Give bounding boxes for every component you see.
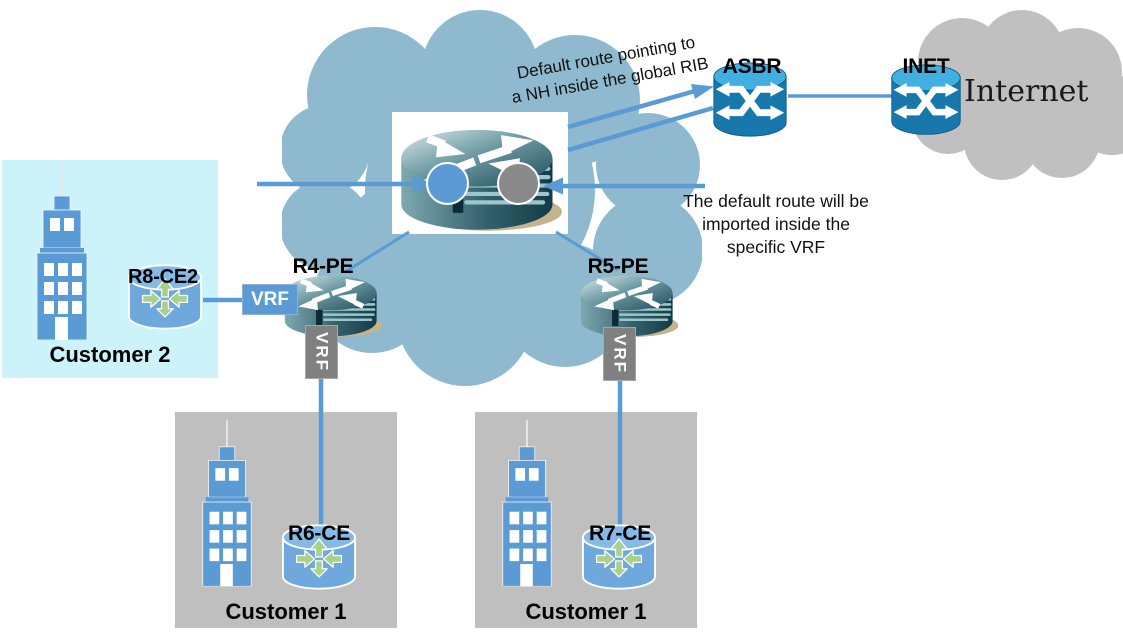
vrf-import-annotation: The default route will be imported insid… bbox=[642, 190, 910, 259]
link-core-to-asbr-lower bbox=[567, 105, 714, 153]
customer1-right-building-icon bbox=[501, 419, 553, 587]
inet-label: INET bbox=[902, 55, 950, 78]
customer1-left-label: Customer 1 bbox=[225, 599, 347, 624]
customer1-left-building-icon bbox=[201, 419, 253, 587]
vrf-tag-pe5-ce7: VRF bbox=[603, 327, 636, 381]
arrow-into-global-rib-dot bbox=[257, 175, 433, 193]
vrf-import-annotation-line2: imported inside the bbox=[702, 214, 850, 234]
vrf-import-annotation-line3: specific VRF bbox=[726, 237, 826, 257]
asbr-label: ASBR bbox=[722, 55, 782, 78]
customer2-building-icon bbox=[36, 168, 88, 340]
r5-pe-label: R5-PE bbox=[587, 255, 649, 278]
vrf-tag-ce2-pe4: VRF bbox=[242, 284, 298, 315]
vrf-tag-pe4-ce6: VRF bbox=[305, 325, 338, 379]
vrf-dot bbox=[497, 162, 540, 205]
link-core-to-r4pe bbox=[344, 230, 410, 274]
r4-pe-label: R4-PE bbox=[292, 255, 354, 278]
link-core-to-r5pe bbox=[555, 230, 619, 272]
internet-label: Internet bbox=[964, 74, 1089, 109]
vrf-import-annotation-line1: The default route will be bbox=[683, 191, 869, 211]
arrow-into-vrf-dot bbox=[543, 177, 705, 195]
customer1-right-label: Customer 1 bbox=[525, 599, 647, 624]
r8-ce2-label: R8-CE2 bbox=[128, 266, 198, 288]
r7-ce-label: R7-CE bbox=[588, 522, 651, 545]
r6-ce-label: R6-CE bbox=[287, 522, 350, 545]
arrow-core-to-asbr-upper bbox=[567, 84, 714, 130]
global-rib-dot bbox=[426, 162, 469, 205]
customer2-label: Customer 2 bbox=[49, 342, 171, 367]
